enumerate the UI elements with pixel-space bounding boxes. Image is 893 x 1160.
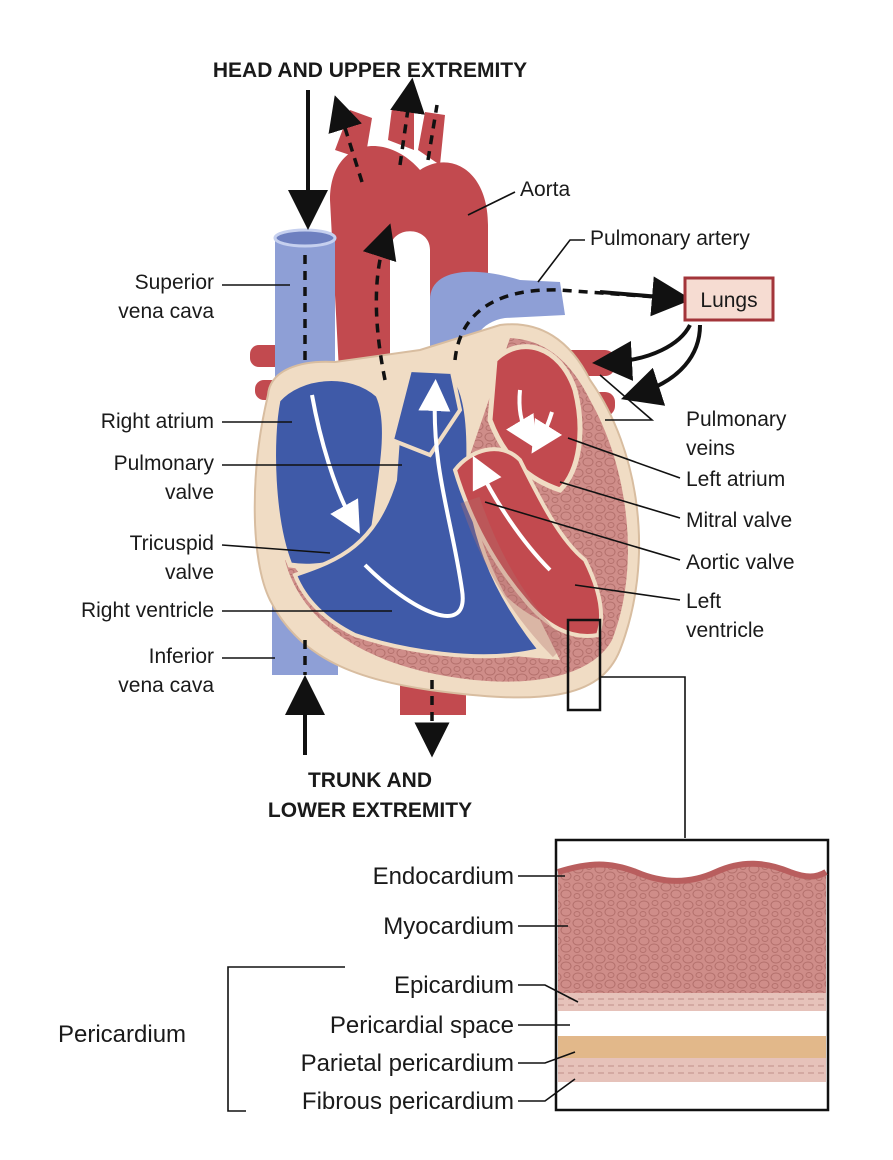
dashed-pulmonary (453, 288, 671, 361)
aortic-valve-leader (484, 501, 681, 561)
dashed-branch-1 (328, 95, 364, 183)
aorta-branch-2 (388, 108, 414, 150)
pericardial-space-label: Pericardial space (330, 1012, 514, 1039)
pulm-veins-label-2: veins (686, 437, 735, 460)
lungs-box (683, 276, 775, 322)
lv-label-2: ventricle (686, 619, 764, 642)
pulmonary-artery-label: Pulmonary artery (590, 227, 750, 250)
tricuspid-label-2: valve (165, 561, 214, 584)
svc-label-2: vena cava (118, 300, 214, 323)
wall-layers-inset: Endocardium Myocardium Epicardium Perica… (58, 838, 830, 1115)
aorta-branch-1 (335, 110, 372, 160)
mitral-valve-leader (559, 481, 681, 519)
trunk-label-2: LOWER EXTREMITY (268, 799, 472, 822)
lv-leader (574, 584, 681, 601)
pericardium-bracket (227, 966, 345, 1112)
trunk-label-1: TRUNK AND (308, 769, 432, 792)
epicardium-label: Epicardium (394, 972, 514, 999)
mitral-valve-label: Mitral valve (686, 509, 792, 532)
left-atrium-label: Left atrium (686, 468, 785, 491)
dashed-aorta-up (362, 223, 397, 381)
inset-parietal (558, 1036, 826, 1058)
pulm-valve-label-1: Pulmonary (114, 452, 215, 475)
pulmonary-artery-leader (537, 239, 585, 283)
arrow-lungs-return-2 (620, 324, 702, 406)
inset-endocardium (557, 860, 828, 884)
pulm-veins-label-1: Pulmonary (686, 408, 787, 431)
pulm-veins-leader (599, 374, 655, 421)
lv-label-1: Left (686, 590, 721, 613)
fibrous-pericardium-label: Fibrous pericardium (302, 1088, 514, 1115)
tricuspid-label-1: Tricuspid (130, 532, 214, 555)
zoom-connector (600, 676, 686, 838)
arrow-lungs-return-1 (592, 324, 692, 381)
septum (460, 496, 568, 658)
right-labels: Aorta Pulmonary artery Pulmonary veins L… (467, 178, 795, 642)
fibrous-leader (518, 1078, 576, 1102)
parietal-leader (518, 1051, 576, 1064)
right-atrium-label: Right atrium (101, 410, 214, 433)
arrow-to-lungs (599, 276, 692, 317)
inset-myocardium (558, 863, 826, 993)
endocardium-label: Endocardium (373, 863, 514, 890)
inset-epicardium (558, 993, 826, 1011)
epicardium-leader (518, 984, 579, 1003)
inset-fibrous (558, 1058, 826, 1082)
pericardium-label: Pericardium (58, 1021, 186, 1048)
zoom-region (566, 618, 602, 712)
left-labels: Superior vena cava Right atrium Pulmonar… (81, 271, 402, 697)
lungs-label: Lungs (700, 289, 757, 312)
aorta-leader (467, 191, 516, 216)
aorta-label: Aorta (520, 178, 571, 201)
circulation-arrows (285, 77, 702, 758)
flow-arrow-ra (310, 394, 360, 534)
head-label: HEAD AND UPPER EXTREMITY (213, 59, 527, 82)
svc-label-1: Superior (135, 271, 214, 294)
svc-opening (273, 228, 337, 248)
flow-arrow-lv (472, 455, 552, 572)
aortic-valve-label: Aortic valve (686, 551, 795, 574)
dashed-branch-2 (390, 77, 425, 166)
inset-pericardial-space (558, 1011, 826, 1036)
tricuspid-leader (221, 544, 331, 554)
ivc-label-2: vena cava (118, 674, 214, 697)
right-ventricle-label: Right ventricle (81, 599, 214, 622)
inset-bottom (558, 1082, 826, 1108)
myocardium-label: Myocardium (383, 913, 514, 940)
pulm-valve-label-2: valve (165, 481, 214, 504)
parietal-pericardium-label: Parietal pericardium (301, 1050, 514, 1077)
flow-arrow-la-2 (531, 411, 563, 454)
aorta (330, 146, 488, 390)
left-atrium-leader (567, 437, 681, 479)
right-ventricle-chamber (292, 367, 544, 659)
flow-arrow-la-1 (506, 389, 537, 449)
ivc-label-1: Inferior (149, 645, 214, 668)
flow-arrow-rv (363, 379, 465, 618)
